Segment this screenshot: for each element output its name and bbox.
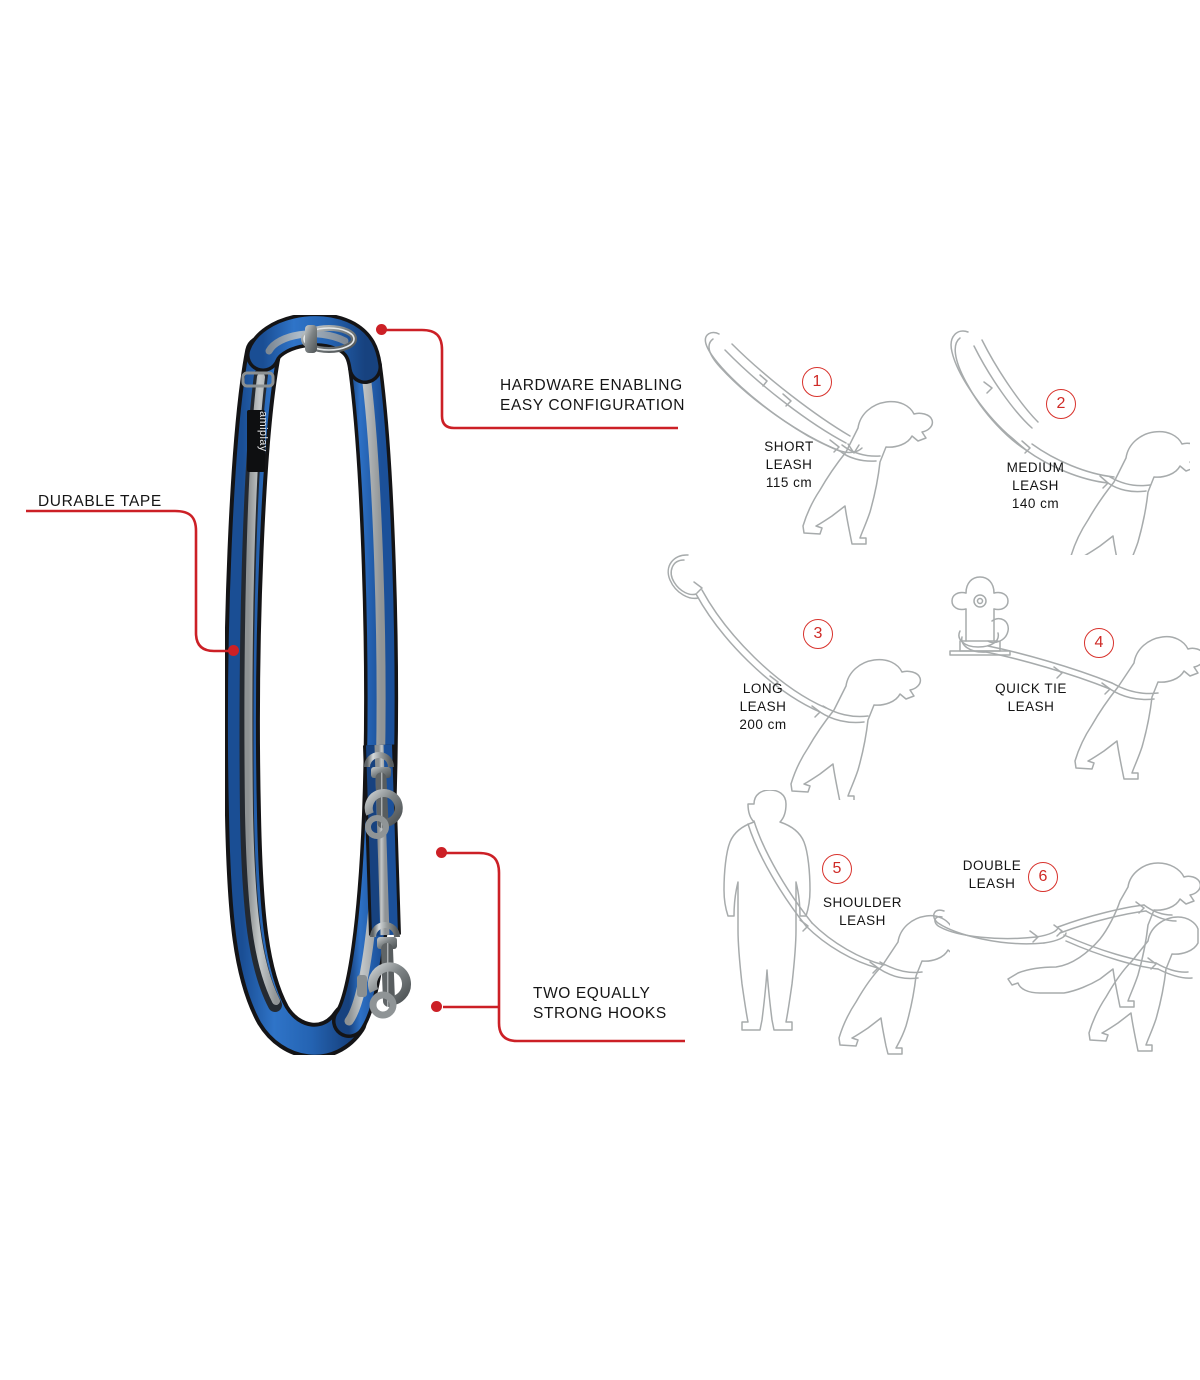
usage-badge-3: 3 xyxy=(803,619,833,649)
callout-text-durable-tape: DURABLE TAPE xyxy=(38,493,162,510)
callout-text-hooks: TWO EQUALLY STRONG HOOKS xyxy=(533,985,667,1022)
product-photo-leash: amiplay xyxy=(223,312,465,1059)
fire-hydrant-icon xyxy=(949,576,1011,656)
usage-label-medium-leash: MEDIUM LEASH 140 cm xyxy=(1006,460,1065,511)
usage-label-double-leash: DOUBLE LEASH xyxy=(962,858,1022,891)
upper-hook-hardware xyxy=(364,751,403,839)
usage-diagram-quick-tie-leash xyxy=(949,576,1200,780)
human-figure xyxy=(723,790,811,1031)
usage-label-shoulder-leash: SHOULDER LEASH xyxy=(822,895,902,928)
slider-buckle xyxy=(241,371,275,388)
usage-diagram-medium-leash xyxy=(950,330,1190,555)
lower-hook-hardware xyxy=(357,921,411,1019)
callout-leader-durable-tape xyxy=(26,509,236,653)
usage-diagram-shoulder-leash xyxy=(723,790,950,1055)
usage-label-short-leash: SHORT LEASH 115 cm xyxy=(764,439,814,490)
usage-badge-6: 6 xyxy=(1028,862,1058,892)
usage-diagram-long-leash xyxy=(667,554,922,800)
usage-badge-4: 4 xyxy=(1084,628,1114,658)
callout-dot-hardware xyxy=(376,324,387,335)
callout-dot-hook-upper xyxy=(436,847,447,858)
usage-label-quick-tie-leash: QUICK TIE LEASH xyxy=(995,681,1067,714)
usage-badge-2: 2 xyxy=(1046,389,1076,419)
top-ring-hardware xyxy=(301,325,357,353)
usage-badge-5: 5 xyxy=(822,854,852,884)
callout-dot-hook-lower xyxy=(431,1001,442,1012)
callout-dot-durable-tape xyxy=(228,645,239,656)
usage-diagram-short-leash xyxy=(704,331,934,545)
callout-leader-hardware xyxy=(382,328,678,430)
leash-illustration xyxy=(223,312,411,1059)
callout-text-hardware: HARDWARE ENABLING EASY CONFIGURATION xyxy=(500,377,686,414)
callout-leader-hooks xyxy=(443,851,685,1043)
usage-label-long-leash: LONG LEASH 200 cm xyxy=(739,681,787,732)
usage-diagram-double-leash xyxy=(933,862,1200,1052)
usage-badge-1: 1 xyxy=(802,367,832,397)
brand-label-amiplay: amiplay xyxy=(257,411,269,452)
